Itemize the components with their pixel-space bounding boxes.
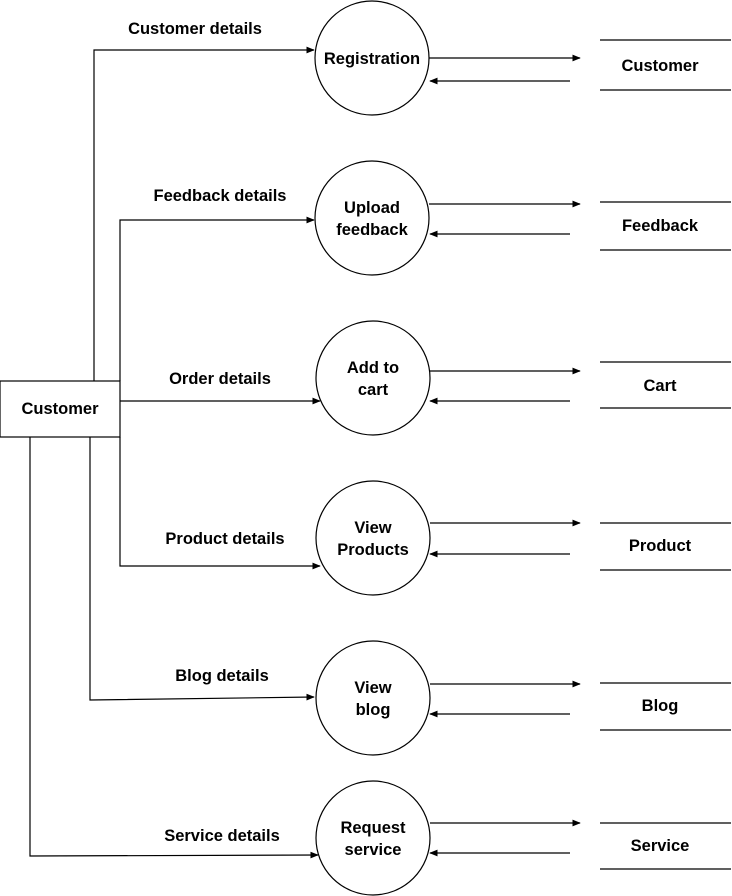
- process-upload-feedback-label-1: Upload: [344, 199, 400, 217]
- data-store-product-label: Product: [629, 537, 692, 555]
- data-store-feedback[interactable]: Feedback: [600, 201, 731, 251]
- flow-label-view-blog: Blog details: [175, 667, 269, 685]
- flow-label-add-to-cart: Order details: [169, 370, 271, 388]
- process-view-products-label-2: Products: [337, 541, 409, 559]
- data-store-cart[interactable]: Cart: [600, 361, 731, 409]
- data-store-customer[interactable]: Customer: [600, 39, 731, 91]
- process-view-blog[interactable]: View blog: [315, 640, 431, 756]
- data-store-blog-label: Blog: [642, 697, 679, 715]
- flow-label-view-products: Product details: [165, 530, 284, 548]
- data-store-feedback-label: Feedback: [622, 217, 699, 235]
- store-flows: [429, 54, 581, 857]
- process-request-service-label-2: service: [345, 841, 402, 859]
- flow-label-request-service: Service details: [164, 827, 280, 845]
- data-store-blog[interactable]: Blog: [600, 682, 731, 731]
- process-registration[interactable]: Registration: [314, 0, 430, 116]
- process-add-to-cart[interactable]: Add to cart: [315, 320, 431, 436]
- flow-line-view-products: [119, 437, 321, 570]
- process-add-to-cart-label-2: cart: [358, 381, 389, 399]
- flow-labels: Customer details Feedback details Order …: [128, 20, 286, 845]
- process-view-blog-label-1: View: [354, 679, 391, 697]
- data-store-product[interactable]: Product: [600, 522, 731, 571]
- flow-line-view-blog: [89, 437, 315, 701]
- process-add-to-cart-label-1: Add to: [347, 359, 399, 377]
- flow-line-request-service: [29, 437, 319, 859]
- data-store-customer-label: Customer: [621, 57, 699, 75]
- customer-entity[interactable]: Customer: [0, 380, 121, 438]
- process-view-products[interactable]: View Products: [315, 480, 431, 596]
- process-request-service-label-1: Request: [340, 819, 406, 837]
- process-upload-feedback[interactable]: Upload feedback: [314, 160, 430, 276]
- flow-line-registration: [93, 46, 315, 381]
- data-store-service-label: Service: [631, 837, 690, 855]
- process-view-blog-label-2: blog: [356, 701, 391, 719]
- customer-entity-label: Customer: [21, 400, 99, 418]
- data-store-service[interactable]: Service: [600, 822, 731, 870]
- flow-label-registration: Customer details: [128, 20, 262, 38]
- process-request-service[interactable]: Request service: [315, 780, 431, 896]
- flow-line-upload-feedback: [119, 216, 315, 381]
- flow-label-upload-feedback: Feedback details: [154, 187, 287, 205]
- process-upload-feedback-label-2: feedback: [336, 221, 408, 239]
- entity-flows: [29, 46, 321, 859]
- process-view-products-label-1: View: [354, 519, 391, 537]
- data-store-cart-label: Cart: [643, 377, 677, 395]
- process-registration-label: Registration: [324, 50, 420, 68]
